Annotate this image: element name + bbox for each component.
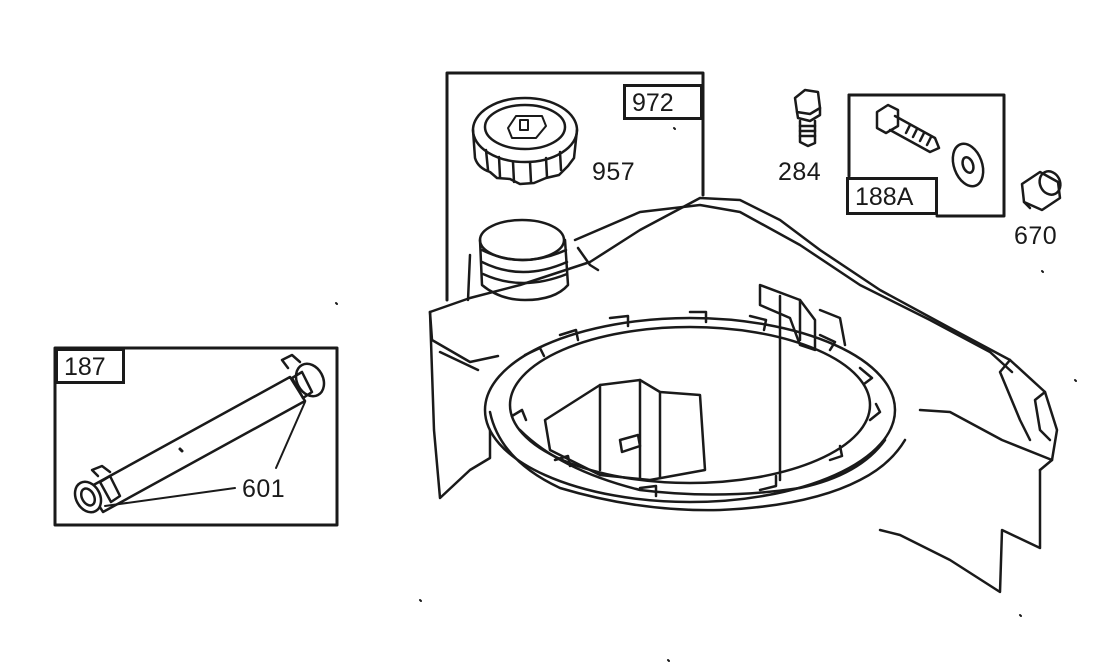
screw-kit-box <box>847 93 1006 218</box>
part-label-601: 601 <box>242 475 286 503</box>
part-label-972: 972 <box>623 84 703 120</box>
screw-icon <box>793 88 822 148</box>
tank-assembly-box <box>445 71 705 302</box>
fuel-tank-icon <box>428 196 1059 594</box>
part-label-670: 670 <box>1014 222 1058 250</box>
part-label-187: 187 <box>55 348 125 384</box>
fuel-line-kit-box <box>53 346 339 527</box>
part-label-957: 957 <box>592 158 636 186</box>
part-label-188a: 188A <box>846 177 938 215</box>
fuel-cap-icon <box>471 96 579 186</box>
bushing-icon <box>1020 170 1062 212</box>
part-label-284: 284 <box>778 158 822 186</box>
scan-specks <box>335 127 1077 662</box>
